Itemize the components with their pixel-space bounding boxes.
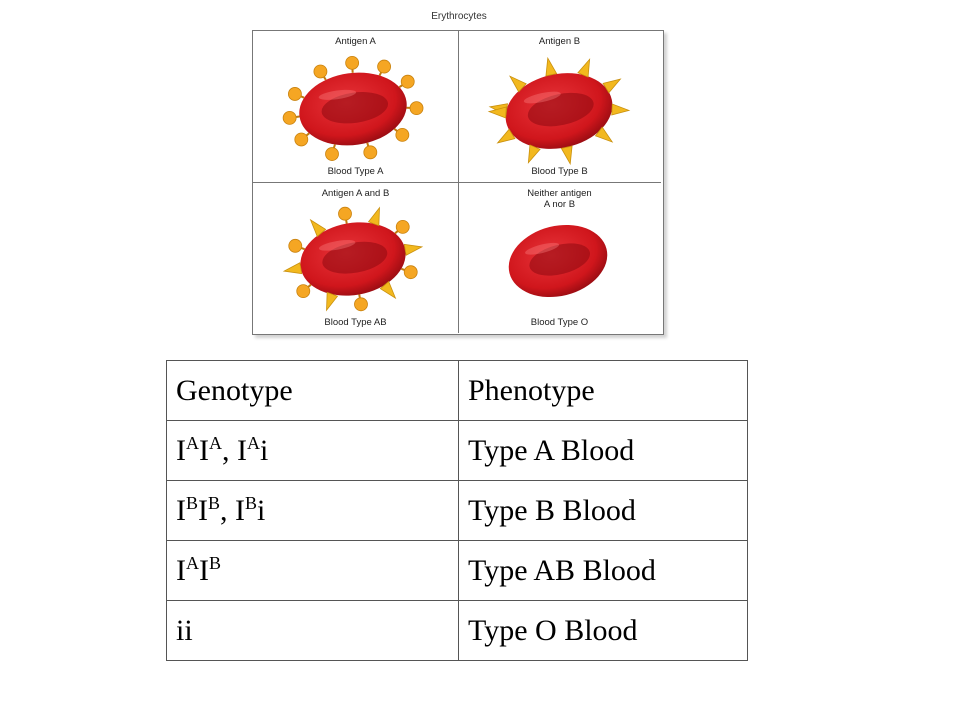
- red-cell-type-a-illustration: [282, 55, 424, 161]
- antigen-a-sphere: [354, 297, 368, 312]
- cell-concavity: [529, 243, 590, 276]
- phenotype-cell: Type AB Blood: [458, 540, 748, 601]
- panel-top-label: Antigen B: [538, 36, 581, 47]
- allele-superscript: A: [247, 433, 260, 453]
- cell-highlight: [318, 89, 357, 100]
- allele-text: , I: [222, 434, 247, 467]
- allele-superscript: A: [186, 553, 199, 573]
- genotype-cell: ii: [166, 600, 459, 661]
- antigen-a-sphere: [409, 101, 424, 116]
- panel-antigen-ab: Antigen A and B Blood Type AB: [253, 183, 459, 333]
- panel-top-label-line2: A nor B: [543, 199, 576, 210]
- antigen-b-spike: [367, 206, 380, 227]
- antigen-b-spike: [545, 56, 558, 77]
- panel-top-label: Antigen A: [335, 36, 376, 47]
- antigen-b-spike: [487, 106, 507, 119]
- allele-superscript: A: [186, 433, 199, 453]
- antigen-a-sphere: [400, 74, 415, 89]
- cell-concavity: [322, 241, 388, 274]
- panel-grid: Antigen A Blood Type A Antigen B Blood T…: [252, 30, 664, 335]
- figure-title: Erythrocytes: [431, 11, 487, 22]
- allele-text: I: [198, 494, 209, 527]
- antigen-a-sphere: [294, 132, 309, 147]
- phenotype-cell: Type B Blood: [458, 480, 748, 541]
- allele-text: i: [260, 434, 269, 467]
- antigen-b-spike: [560, 145, 573, 166]
- antigen-a-sphere: [395, 219, 410, 234]
- antigen-a-sphere: [395, 128, 410, 142]
- antigen-a-sphere: [403, 265, 418, 280]
- antigen-a-sphere: [282, 111, 297, 125]
- antigen-a-sphere: [296, 284, 311, 299]
- antigen-b-spike: [594, 126, 614, 143]
- antigen-a-sphere: [338, 206, 352, 221]
- allele-superscript: B: [208, 493, 221, 513]
- panel-top-label: Antigen A and B: [321, 188, 390, 199]
- cell-highlight: [523, 91, 561, 104]
- antigen-a-sphere: [377, 59, 392, 74]
- allele-text: ii: [176, 613, 193, 647]
- antigen-b-spike: [527, 144, 541, 164]
- allele-text: I: [176, 434, 186, 467]
- table-row: IAIA, IAi Type A Blood: [166, 420, 748, 481]
- allele-text: I: [176, 494, 186, 527]
- cell-concavity: [527, 92, 594, 127]
- allele-text: I: [199, 554, 209, 587]
- table-row: ii Type O Blood: [166, 600, 748, 661]
- panel-bottom-label: Blood Type B: [531, 166, 588, 177]
- phenotype-cell: Type A Blood: [458, 420, 748, 481]
- erythrocytes-figure: Erythrocytes Antigen A Blood Type A Anti…: [250, 8, 668, 338]
- genotype-cell: IAIB: [166, 540, 459, 601]
- allele-superscript: A: [209, 433, 222, 453]
- antigen-b-spike: [282, 262, 303, 275]
- antigen-b-spike: [509, 75, 527, 93]
- phenotype-cell: Type O Blood: [458, 600, 748, 661]
- panel-antigen-a: Antigen A Blood Type A: [253, 31, 459, 183]
- genotype-cell: IAIA, IAi: [166, 420, 459, 481]
- header-phenotype: Phenotype: [458, 360, 748, 421]
- cell-highlight: [525, 242, 560, 255]
- antigen-b-spike: [379, 280, 397, 300]
- antigen-a-sphere: [288, 238, 303, 253]
- red-cell-type-ab-illustration: [282, 206, 424, 312]
- antigen-b-spike: [309, 218, 327, 238]
- antigen-b-spike: [403, 243, 424, 256]
- panel-top-label-line1: Neither antigen: [527, 188, 592, 199]
- allele-text: I: [176, 554, 186, 587]
- allele-superscript: B: [186, 493, 199, 513]
- antigen-a-sphere: [288, 87, 302, 101]
- allele-text: i: [257, 494, 266, 527]
- antigen-b-spike: [602, 78, 622, 94]
- allele-text: , I: [220, 494, 246, 527]
- antigen-b-spike: [611, 103, 631, 116]
- table-header-row: Genotype Phenotype: [166, 360, 748, 421]
- panel-no-antigen: Neither antigen A nor B Blood Type O: [458, 183, 661, 333]
- genotype-cell: IBIB, IBi: [166, 480, 459, 541]
- antigen-a-sphere: [363, 145, 378, 160]
- antigen-a-sphere: [313, 64, 328, 79]
- antigen-a-sphere: [345, 55, 360, 70]
- genotype-phenotype-table: Genotype Phenotype IAIA, IAi Type A Bloo…: [166, 360, 748, 661]
- antigen-a-sphere: [325, 147, 339, 161]
- allele-superscript: B: [245, 493, 258, 513]
- panel-bottom-label: Blood Type AB: [324, 317, 387, 328]
- header-genotype: Genotype: [166, 360, 459, 421]
- table-row: IBIB, IBi Type B Blood: [166, 480, 748, 541]
- antigen-b-spike: [326, 291, 339, 312]
- allele-text: I: [199, 434, 209, 467]
- panel-top-label: Neither antigen A nor B: [458, 188, 661, 210]
- cell-concavity: [321, 92, 389, 124]
- panel-antigen-b: Antigen B Blood Type B: [458, 31, 661, 183]
- antigen-b-spike: [496, 128, 516, 144]
- panel-bottom-label: Blood Type A: [327, 166, 384, 177]
- antigen-b-spike: [577, 58, 591, 78]
- red-cell-type-b-illustration: [487, 56, 631, 166]
- table-row: IAIB Type AB Blood: [166, 540, 748, 601]
- allele-superscript: B: [209, 553, 222, 573]
- panel-bottom-label: Blood Type O: [530, 317, 589, 328]
- red-cell-type-o-illustration: [508, 224, 608, 298]
- cell-highlight: [318, 240, 356, 251]
